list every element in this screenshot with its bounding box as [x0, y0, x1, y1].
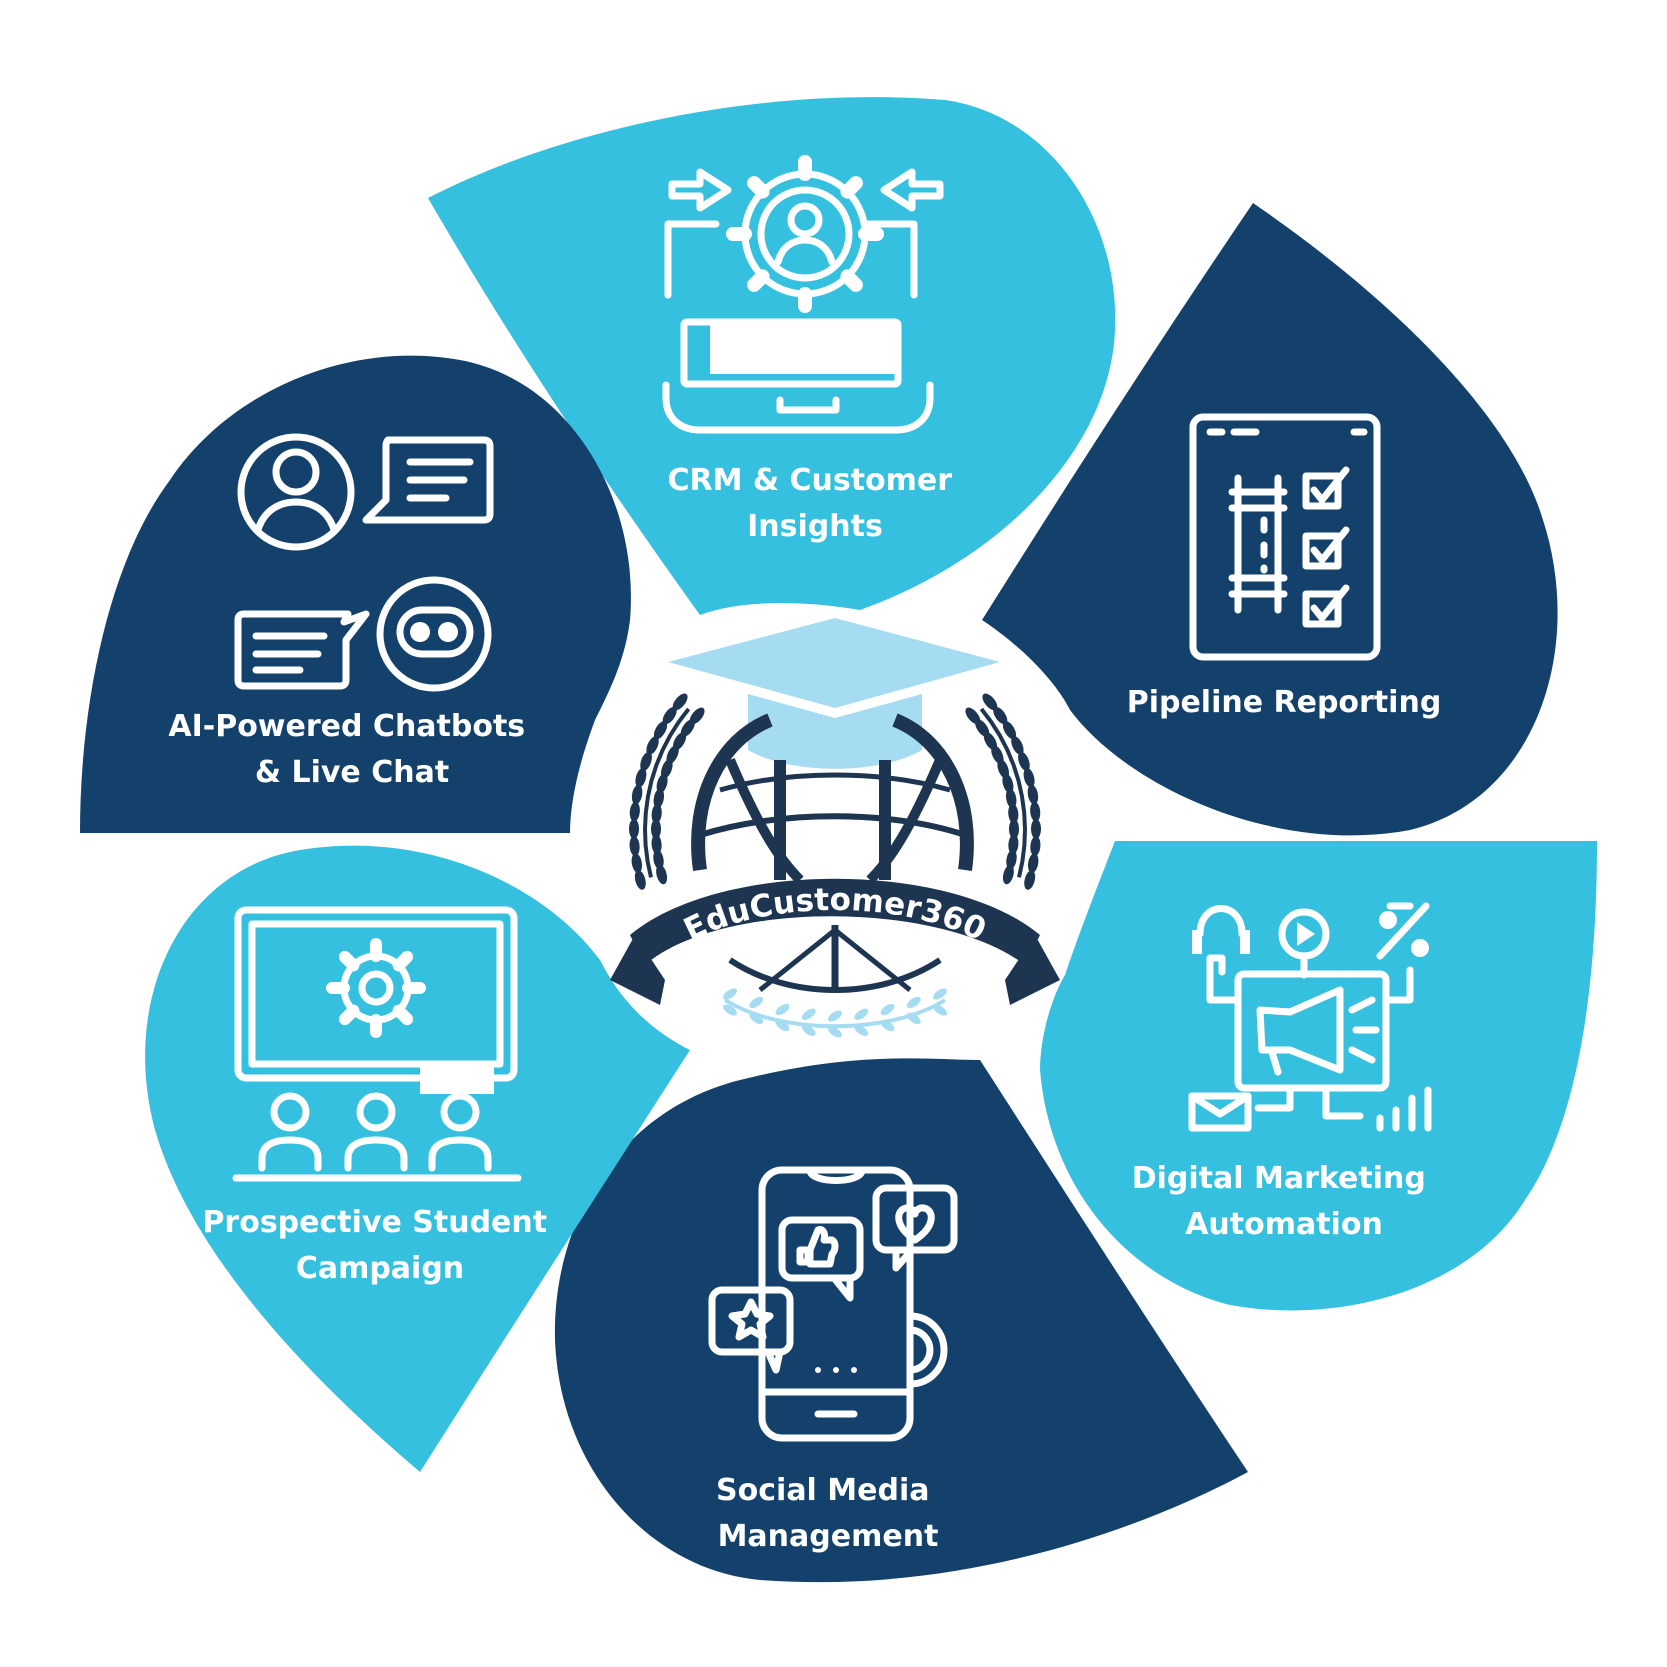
gear-tooth [338, 950, 360, 972]
sprig-leaf [749, 1012, 764, 1025]
sprig-leaf [854, 1024, 869, 1036]
laurel-leaf [1008, 834, 1019, 855]
gear-tooth [338, 1004, 360, 1026]
laurel-leaf [634, 870, 646, 890]
gear-tooth [747, 269, 770, 292]
laurel-leaf [660, 759, 673, 779]
laurel-leaf [629, 801, 640, 822]
laurel-leaf [1018, 751, 1030, 771]
bottom-sprig-icon [723, 988, 947, 1038]
laurel-leaf [651, 834, 662, 855]
laurel-leaf [1002, 864, 1014, 885]
laurel-leaf [1027, 784, 1039, 805]
pipeline-tablet-checklist-icon [1189, 413, 1381, 661]
ribbon-banner [630, 878, 1040, 965]
globe-icon [691, 713, 974, 993]
crm-icon-text: CRM [743, 322, 868, 380]
laurel-leaf [653, 721, 668, 740]
sprig-leaf [775, 1019, 790, 1032]
laurel-leaf [631, 853, 643, 873]
center-logo: EduCustomer360 [610, 618, 1060, 1038]
chatbot-conversation-icon [234, 433, 494, 692]
label-pipeline: Pipeline Reporting [1127, 685, 1442, 720]
laurel-leaf [1030, 801, 1041, 822]
laurel-leaf [651, 803, 662, 824]
label-crm: CRM & Customer Insights [667, 463, 962, 544]
laurel-leaf [656, 773, 668, 794]
laurel-leaf [640, 751, 652, 771]
laurel-leaf [997, 759, 1010, 779]
laurel-leaf [1027, 853, 1039, 873]
gear-tooth [747, 176, 770, 199]
laurel-leaf [653, 788, 665, 809]
sprig-leaf [933, 988, 947, 1000]
laurel-leaf [631, 784, 643, 805]
megaphone-automation-icon [1188, 902, 1432, 1132]
petal-pipeline [982, 203, 1558, 836]
sprig-leaf [828, 1010, 842, 1022]
sprig-leaf [828, 1026, 842, 1038]
laurel-leaf [662, 706, 677, 725]
ribbon-right-tail [1005, 935, 1060, 1005]
petal-social [554, 1058, 1248, 1583]
sprig-leaf [723, 1004, 737, 1016]
sprig-leaf [854, 1008, 869, 1020]
laurel-leaf [1008, 819, 1020, 839]
laurel-leaf [1030, 818, 1042, 839]
sprig-leaf [801, 1008, 816, 1020]
label-social: Social Media Management [716, 1473, 940, 1554]
laurel-stem [642, 707, 691, 878]
laurel-leaf [1030, 836, 1041, 857]
sprig-leaf [880, 1019, 895, 1032]
sprig-leaf [906, 1012, 921, 1025]
laurel-leaf [646, 736, 659, 755]
laurel-leaf [653, 849, 664, 870]
laurel-leaf [1011, 736, 1024, 755]
sprig-leaf [749, 996, 764, 1009]
laurel-stem [979, 707, 1028, 878]
laurel-leaf [672, 693, 688, 711]
sprig-leaf [775, 1003, 790, 1016]
petal-marketing [1040, 841, 1597, 1311]
smartphone-social-icon [708, 1166, 958, 1442]
gear-tooth [392, 1004, 414, 1026]
laurel-left-icon [628, 693, 705, 890]
laurel-leaf [650, 819, 662, 839]
laurel-leaf [1024, 870, 1036, 890]
laurel-leaf [993, 706, 1008, 725]
laurel-leaf [1002, 721, 1017, 740]
laurel-leaf [982, 693, 998, 711]
sprig-leaf [880, 1003, 895, 1016]
sprig-leaf [723, 988, 737, 1000]
laurel-leaf [629, 836, 640, 857]
gear-tooth [840, 176, 863, 199]
label-chatbot: AI-Powered Chatbots & Live Chat [168, 709, 535, 790]
laurel-leaf [1005, 788, 1017, 809]
sprig-leaf [933, 1004, 947, 1016]
label-prospective: Prospective Student Campaign [202, 1205, 557, 1286]
graduation-cap-icon [668, 618, 1000, 769]
crm-laptop-gear-icon: CRM [662, 155, 944, 434]
laurel-leaf [635, 768, 647, 788]
label-marketing: Digital Marketing Automation [1132, 1161, 1437, 1242]
presentation-audience-icon [232, 906, 522, 1182]
laurel-leaf [628, 818, 640, 839]
laurel-leaf [1002, 773, 1014, 794]
laurel-leaf [1023, 768, 1035, 788]
laurel-leaf [656, 864, 668, 885]
sprig-leaf [906, 996, 921, 1009]
gear-tooth [392, 950, 414, 972]
laurel-leaf [1008, 803, 1019, 824]
sprig-stem [723, 998, 947, 1029]
laurel-right-icon [965, 693, 1042, 890]
gear-tooth [840, 269, 863, 292]
laurel-leaf [1006, 849, 1017, 870]
petal-prospective [145, 845, 690, 1472]
sprig-leaf [801, 1024, 816, 1036]
ribbon-left-tail [610, 935, 665, 1005]
